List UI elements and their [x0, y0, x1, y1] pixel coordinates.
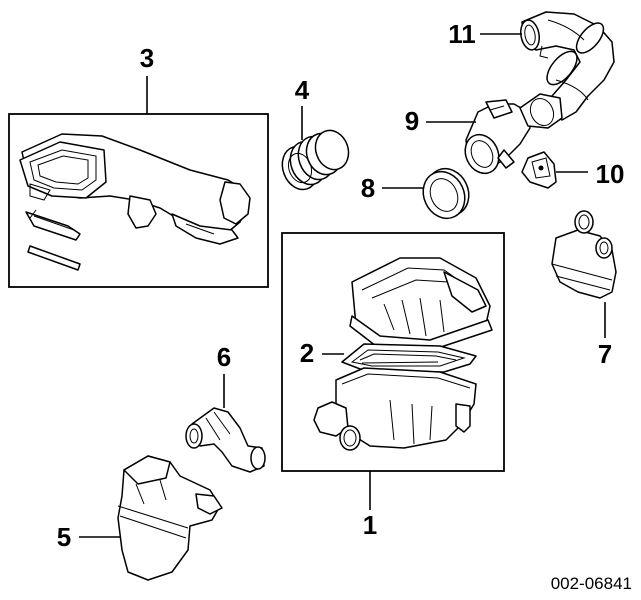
callout-10: 10	[596, 159, 625, 189]
callout-9: 9	[405, 106, 419, 136]
callout-2: 2	[300, 338, 314, 368]
part-3-intake-duct	[19, 133, 251, 245]
callout-3: 3	[140, 43, 154, 73]
part-9-mass-air-flow-sensor	[464, 93, 563, 175]
part-4-bellows-hose	[281, 129, 350, 191]
callout-7: 7	[598, 339, 612, 369]
part-10-bracket	[521, 151, 557, 189]
callout-5: 5	[57, 522, 71, 552]
callout-8: 8	[361, 173, 375, 203]
part-1-group	[281, 232, 505, 472]
reference-number: 002-06841	[551, 574, 632, 593]
part-2-filter-element	[341, 343, 477, 373]
part-3-group	[8, 113, 269, 288]
part-8-ring-clamp	[422, 167, 470, 220]
part-5-resonator-box	[117, 455, 223, 581]
callout-1: 1	[363, 510, 377, 540]
part-3-frame	[8, 113, 269, 288]
callout-4: 4	[295, 75, 310, 105]
part-1-air-cleaner-base	[313, 367, 477, 451]
part-1-frame	[281, 232, 505, 472]
part-7-resonator	[551, 210, 617, 299]
part-3-strip	[27, 245, 81, 271]
callout-11: 11	[448, 19, 476, 49]
part-11-upper-hose	[520, 11, 615, 121]
part-1-air-cleaner-lid	[349, 257, 493, 351]
part-3-clip	[25, 209, 81, 241]
part-6-small-hose	[185, 407, 266, 473]
callout-6: 6	[217, 342, 231, 372]
